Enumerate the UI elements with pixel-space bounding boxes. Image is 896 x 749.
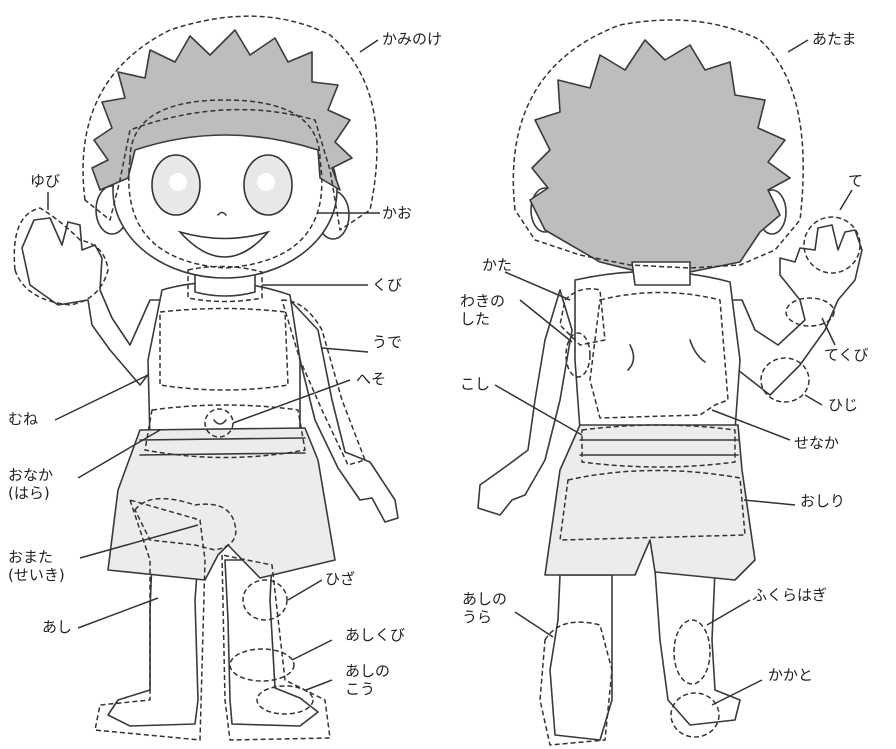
front-arm-raised (21, 217, 161, 386)
back-head-hair (529, 39, 791, 273)
heel-region-outline (670, 692, 720, 738)
label-oshiri: おしり (800, 492, 846, 510)
label-mune: むね (8, 410, 39, 428)
label-onaka: おなか (はら) (8, 466, 54, 502)
front-nose (217, 211, 227, 216)
instep-region-outline (256, 685, 314, 715)
elbow-region-outline (760, 357, 810, 403)
front-left-eye-shine (169, 173, 187, 191)
label-hezo: へそ (356, 370, 387, 388)
hip-region-outline (581, 424, 736, 468)
label-te: て (848, 172, 864, 190)
label-ashinokou: あしの こう (345, 662, 391, 698)
right-leg-region-outline (221, 554, 331, 741)
front-torso (147, 281, 301, 441)
back-torso (574, 270, 741, 431)
face-region-outline (128, 99, 323, 269)
belly-region-outline (144, 404, 306, 459)
back-figure (477, 19, 863, 746)
buttocks-region-outline (559, 469, 746, 541)
arm-region-outline (281, 299, 366, 466)
label-omata: おまた (せいき) (8, 548, 65, 584)
front-right-leg (224, 559, 319, 727)
front-navel (213, 419, 227, 425)
back-shorts (544, 424, 756, 581)
hand-region-outline (13, 207, 109, 306)
label-kakato: かかと (768, 666, 814, 684)
sole-region-outline (539, 621, 613, 746)
label-ashinoura: あしの うら (462, 590, 508, 626)
label-hiza: ひざ (325, 570, 356, 588)
label-hiji: ひじ (828, 396, 859, 414)
front-waistband (139, 437, 306, 456)
label-ashi: あし (42, 618, 73, 636)
label-senaka: せなか (794, 434, 840, 452)
front-figure (13, 15, 399, 741)
label-kaminoke: かみのけ (382, 30, 443, 48)
knee-region-outline (242, 579, 288, 621)
label-fukurahagi: ふくらはぎ (752, 586, 828, 604)
back-region-outline (589, 291, 729, 419)
label-atama: あたま (812, 30, 857, 48)
back-neck (631, 261, 691, 286)
label-kubi: くび (372, 276, 403, 294)
back-shoulder-blades (627, 339, 706, 371)
chest-region-outline (159, 307, 289, 391)
back-arm-down (477, 289, 573, 516)
neck-region-outline (187, 265, 263, 303)
calf-region-outline (673, 619, 711, 685)
back-left-leg (549, 574, 613, 741)
label-ude: うで (372, 333, 403, 351)
label-yubi: ゆび (30, 172, 61, 190)
leader-lines (47, 39, 853, 706)
label-kao: かお (382, 204, 413, 222)
front-arm-down (289, 299, 399, 523)
crotch-region-outline (134, 497, 237, 551)
label-wakinoshita: わきの した (460, 292, 506, 328)
front-mouth (177, 230, 271, 258)
front-right-eye-shine (257, 173, 275, 191)
wrist-region-outline (785, 297, 835, 327)
ankle-region-outline (229, 648, 295, 682)
head-region-outline (512, 19, 804, 269)
armpit-region-outline (565, 332, 591, 378)
label-koshi: こし (460, 375, 491, 393)
label-ashikubi: あしくび (345, 626, 406, 644)
label-kata: かた (482, 256, 513, 274)
back-arm-raised (729, 224, 863, 396)
back-right-leg (654, 569, 741, 726)
front-left-leg (107, 559, 199, 727)
label-tekubi: てくび (824, 346, 869, 364)
hair-region-outline (82, 15, 378, 231)
hand-back-region-outline (803, 216, 861, 274)
back-waistband (579, 439, 739, 456)
